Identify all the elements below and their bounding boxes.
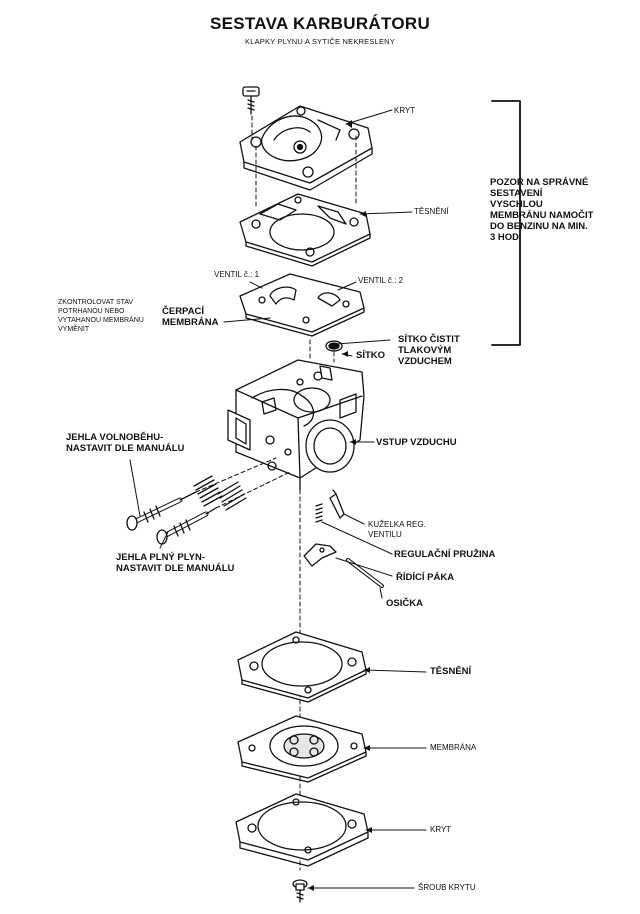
control-lever-part [303,543,337,567]
bottom-cover-part [235,793,369,867]
label-jehla-plny-line2: NASTAVIT DLE MANUÁLU [116,563,235,574]
label-zkontrolovat-line1: ZKONTROLOVAT STAV [58,299,134,306]
label-cerpaci-line2: MEMBRÁNA [162,317,219,328]
label-kuzelka-line2: VENTILU [368,530,402,539]
label-sitko-cistit-line2: TLAKOVÝM [398,345,452,356]
label-sitko: SÍTKO [356,350,386,361]
label-membrana: MEMBRÁNA [430,743,477,752]
label-zkontrolovat-line4: VYMĚNIT [58,326,90,333]
carburetor-body-part [227,359,365,491]
idle-needle-spring-part [193,475,223,507]
note-line2: SESTAVENÍ [490,188,543,199]
note-line6: 3 HOD. [490,232,522,243]
label-sitko-cistit-line1: SÍTKO ČISTIT [398,334,460,345]
label-osicka: OSIČKA [386,598,423,609]
label-zkontrolovat: ZKONTROLOVAT STAV POTRHANOU NEBO VYTAHAN… [58,298,144,334]
label-jehla-volnobehu: JEHLA VOLNOBĚHU- NASTAVIT DLE MANUÁLU [66,432,184,454]
top-gasket-part [239,193,371,267]
page-title: SESTAVA KARBURÁTORU [209,14,431,33]
metering-diaphragm-part [237,715,367,783]
label-kuzelka: KUŽELKA REG. VENTILU [368,520,426,540]
label-ventil-1: VENTIL č.: 1 [214,270,260,279]
page-subtitle: KLAPKY PLYNU A SYTIČE NEKRESLENY [245,37,395,46]
bottom-gasket-part [237,631,367,703]
leader-lines [129,109,427,889]
label-jehla-plny: JEHLA PLNÝ PLYN- NASTAVIT DLE MANUÁLU [116,552,234,574]
pump-diaphragm-part [239,273,365,337]
label-regulacni-pruzina: REGULAČNÍ PRUŽINA [394,549,496,560]
label-jehla-volnobehu-line1: JEHLA VOLNOBĚHU- [66,432,164,443]
label-zkontrolovat-line3: VYTAHANOU MEMBRÁNU [58,317,144,324]
idle-needle-part [126,491,197,531]
pin-part [346,558,384,588]
regulation-spring-part [315,503,323,523]
label-cerpaci-membrana: ČERPACÍ MEMBRÁNA [162,306,218,328]
label-jehla-volnobehu-line2: NASTAVIT DLE MANUÁLU [66,443,185,454]
label-sroub-krytu: ŠROUB KRYTU [418,883,476,892]
high-needle-part [156,507,217,545]
label-vstup-vzduchu: VSTUP VZDUCHU [376,437,457,448]
label-ridici-paka: ŘÍDÍCÍ PÁKA [396,572,455,583]
top-screw-part [242,86,260,115]
note-line4: MEMBRÁNU NAMOČIT [490,210,594,221]
valve-cone-part [329,489,345,519]
label-kuzelka-line1: KUŽELKA REG. [368,520,426,529]
high-needle-spring-part [217,481,247,511]
note-bracket [491,100,521,346]
label-cerpaci-line1: ČERPACÍ [162,306,205,317]
label-ventil-2: VENTIL č.: 2 [358,276,404,285]
note-line1: POZOR NA SPRÁVNÉ [490,177,589,188]
note-line5: DO BENZINU NA MIN. [490,221,588,232]
filter-screen-part [325,340,343,352]
top-cover-part [239,105,373,191]
label-kryt-top: KRYT [394,106,416,115]
cover-screw-part [292,879,308,903]
label-sitko-cistit-line3: VZDUCHEM [398,356,452,367]
note-line3: VYSCHLOU [490,199,543,210]
arrow-heads [308,120,372,891]
label-sitko-cistit: SÍTKO ČISTIT TLAKOVÝM VZDUCHEM [398,334,460,367]
label-kryt-bottom: KRYT [430,825,452,834]
label-zkontrolovat-line2: POTRHANOU NEBO [58,308,125,315]
note-block: POZOR NA SPRÁVNÉ SESTAVENÍ VYSCHLOU MEMB… [490,177,593,243]
label-tesneni-bottom: TĚSNĚNÍ [430,666,472,677]
label-tesneni-top: TĚSNĚNÍ [414,207,449,216]
label-jehla-plny-line1: JEHLA PLNÝ PLYN- [116,552,206,563]
